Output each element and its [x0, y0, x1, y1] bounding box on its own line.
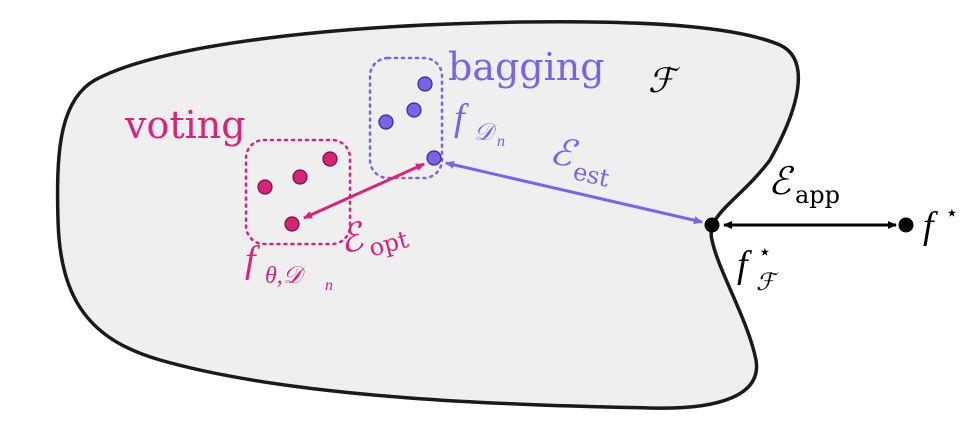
optimization-error-arrow	[303, 162, 425, 220]
function-class-region	[55, 19, 801, 410]
estimation-error-arrow	[445, 160, 703, 225]
voting-point	[257, 179, 273, 195]
voting-point	[322, 151, 338, 167]
bagging-point	[406, 102, 422, 118]
voting-label: voting	[124, 103, 246, 147]
best-in-class-label: f ⋆ ℱ	[737, 240, 779, 296]
best-in-class-point	[704, 217, 720, 233]
bagging-group-box	[368, 56, 444, 180]
bagging-point	[417, 76, 433, 92]
voting-group-box	[244, 138, 352, 246]
bagging-label: bagging	[448, 45, 605, 89]
approximation-error-label: ℰ app	[768, 161, 840, 209]
voting-point	[292, 169, 308, 185]
f-star-base: f	[923, 205, 938, 247]
bagging-point	[378, 114, 394, 130]
bayes-optimal-label: f ⋆	[923, 201, 959, 247]
eps-app-sub: app	[795, 181, 840, 209]
voting-estimator-point	[284, 216, 300, 232]
f-theta-subsub: n	[325, 277, 333, 294]
f-f-star-base: f	[737, 244, 752, 286]
f-theta-sub: θ,𝒟	[265, 263, 307, 289]
bagging-estimator-point	[426, 150, 442, 166]
f-f-star-sub: ℱ	[756, 270, 779, 296]
f-f-star-sup: ⋆	[758, 240, 772, 265]
eps-app-base: ℰ	[768, 161, 795, 203]
bayes-optimal-point	[898, 217, 914, 233]
f-dn-subsub: n	[497, 133, 505, 150]
f-star-sup: ⋆	[945, 201, 959, 226]
